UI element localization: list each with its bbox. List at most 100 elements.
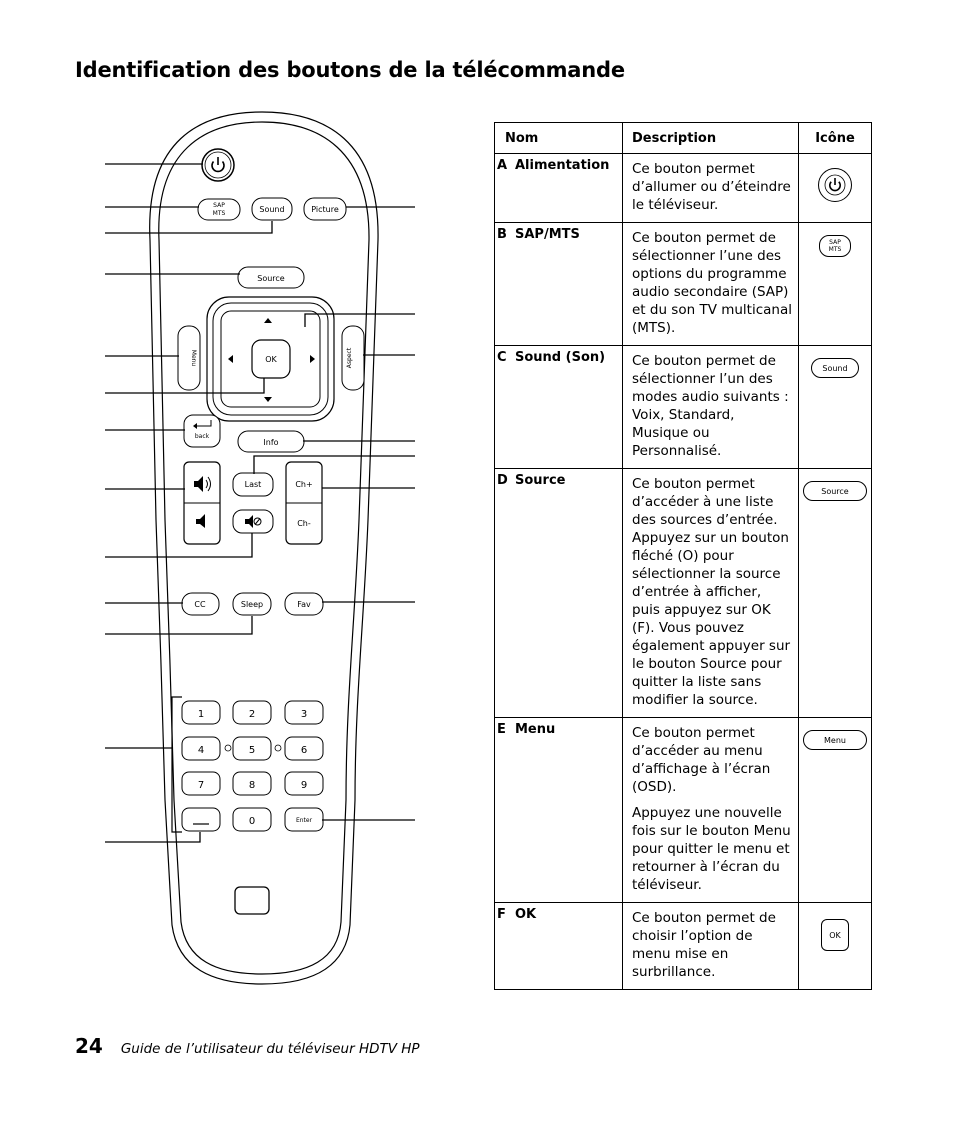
remote-menu-label: Menu xyxy=(190,350,197,367)
remote-arrow-left xyxy=(228,355,233,363)
remote-back-button xyxy=(183,414,221,448)
row-letter: C xyxy=(497,350,507,365)
remote-digit-label: 1 xyxy=(198,709,204,720)
remote-picture-label: Picture xyxy=(311,205,339,214)
remote-digit-button xyxy=(232,807,272,832)
row-icon-cell: Source xyxy=(798,468,872,718)
remote-last-label: Last xyxy=(245,480,262,489)
sound-icon: Sound xyxy=(811,358,859,378)
remote-body-outline xyxy=(149,111,379,985)
remote-digit-button xyxy=(284,736,324,761)
row-description: Ce bouton permet de sélectionner l’un de… xyxy=(622,345,799,469)
remote-digit-button xyxy=(232,771,272,796)
description-paragraph: Ce bouton permet d’accéder à une liste d… xyxy=(632,476,791,708)
header-name: Nom xyxy=(494,122,623,154)
remote-arrow-down xyxy=(264,397,272,402)
remote-aspect-label: Aspect xyxy=(346,347,353,368)
remote-digit-label: 3 xyxy=(301,709,307,720)
remote-digit-label: 5 xyxy=(249,745,255,756)
remote-sleep-button xyxy=(232,592,272,616)
remote-digit-label: 9 xyxy=(301,780,307,791)
remote-control-illustration: SAP MTS Sound Picture Source OK Menu Asp… xyxy=(105,111,415,985)
page-title: Identification des boutons de la télécom… xyxy=(75,58,625,82)
button-identification-table: Nom Description Icône A Alimentation Ce b… xyxy=(494,122,872,990)
description-paragraph: Appuyez une nouvelle fois sur le bouton … xyxy=(632,805,791,893)
row-letter: B xyxy=(497,227,507,242)
power-icon xyxy=(818,168,852,202)
remote-digit-button xyxy=(181,736,221,761)
callout-lines xyxy=(105,163,415,843)
remote-arrow-up xyxy=(264,318,272,323)
header-description: Description xyxy=(622,122,799,154)
remote-aspect-button xyxy=(341,325,365,391)
table-row: B SAP/MTS Ce bouton permet de sélectionne… xyxy=(494,222,872,346)
remote-ok-label: OK xyxy=(265,355,277,364)
description-paragraph: Ce bouton permet d’allumer ou d’éteindre… xyxy=(632,161,791,213)
icon-line-sap: SAP xyxy=(829,239,841,246)
row-description: Ce bouton permet d’accéder au menu d’aff… xyxy=(622,717,799,903)
header-icon: Icône xyxy=(798,122,872,154)
row-description: Ce bouton permet de choisir l’option de … xyxy=(622,902,799,990)
remote-source-button xyxy=(237,266,305,289)
source-icon: Source xyxy=(803,481,867,501)
remote-digit-button xyxy=(284,771,324,796)
page-number: 24 xyxy=(75,1034,103,1058)
row-name: Source xyxy=(515,473,566,488)
menu-icon: Menu xyxy=(803,730,867,750)
description-paragraph: Ce bouton permet d’accéder au menu d’aff… xyxy=(632,725,771,795)
remote-digit-label: 4 xyxy=(198,745,204,756)
row-letter: A xyxy=(497,158,508,173)
guide-title: Guide de l’utilisateur du téléviseur HDT… xyxy=(120,1041,420,1057)
remote-enter-label: Enter xyxy=(296,817,313,824)
row-description: Ce bouton permet de sélectionner l’une d… xyxy=(622,222,799,346)
remote-ok-button xyxy=(251,339,291,379)
remote-digit-button xyxy=(232,736,272,761)
remote-digit-label: 2 xyxy=(249,709,255,720)
remote-cc-label: CC xyxy=(194,600,206,609)
remote-digit-label: 7 xyxy=(198,780,204,791)
volume-down-icon xyxy=(196,514,205,528)
remote-digit-button xyxy=(181,771,221,796)
keypad-dot-right xyxy=(274,744,282,752)
row-icon-cell: Sound xyxy=(798,345,872,469)
row-icon-cell: OK xyxy=(798,902,872,990)
row-letter: D xyxy=(497,473,508,488)
description-paragraph: Ce bouton permet de choisir l’option de … xyxy=(632,910,776,980)
remote-digit-button xyxy=(181,700,221,725)
description-paragraph: Ce bouton permet de sélectionner l’un de… xyxy=(632,353,789,459)
remote-fav-label: Fav xyxy=(297,600,311,609)
remote-sound-label: Sound xyxy=(259,205,284,214)
remote-sap-label: SAP xyxy=(213,202,225,209)
remote-dash-button xyxy=(181,807,221,832)
ok-icon: OK xyxy=(821,919,849,951)
row-name: Alimentation xyxy=(515,158,610,173)
remote-digit-label: 0 xyxy=(249,816,255,827)
description-paragraph: Ce bouton permet de sélectionner l’une d… xyxy=(632,230,792,336)
table-header-row: Nom Description Icône xyxy=(494,122,872,154)
row-letter: E xyxy=(497,722,506,737)
remote-info-label: Info xyxy=(263,438,278,447)
remote-cc-button xyxy=(181,592,220,616)
remote-bottom-button xyxy=(234,886,270,915)
row-name-cell: B SAP/MTS xyxy=(494,222,623,346)
row-name: SAP/MTS xyxy=(515,227,580,242)
remote-last-button xyxy=(232,472,274,497)
remote-digit-button xyxy=(284,700,324,725)
row-description: Ce bouton permet d’accéder à une liste d… xyxy=(622,468,799,718)
remote-nav-ring xyxy=(206,296,335,422)
remote-sleep-label: Sleep xyxy=(241,600,263,609)
remote-fav-button xyxy=(284,592,324,616)
icon-line-mts: MTS xyxy=(828,246,842,253)
remote-digit-label: 6 xyxy=(301,745,307,756)
remote-arrow-right xyxy=(310,355,315,363)
remote-source-label: Source xyxy=(257,274,285,283)
remote-menu-button xyxy=(177,325,201,391)
remote-picture-button xyxy=(303,197,347,221)
